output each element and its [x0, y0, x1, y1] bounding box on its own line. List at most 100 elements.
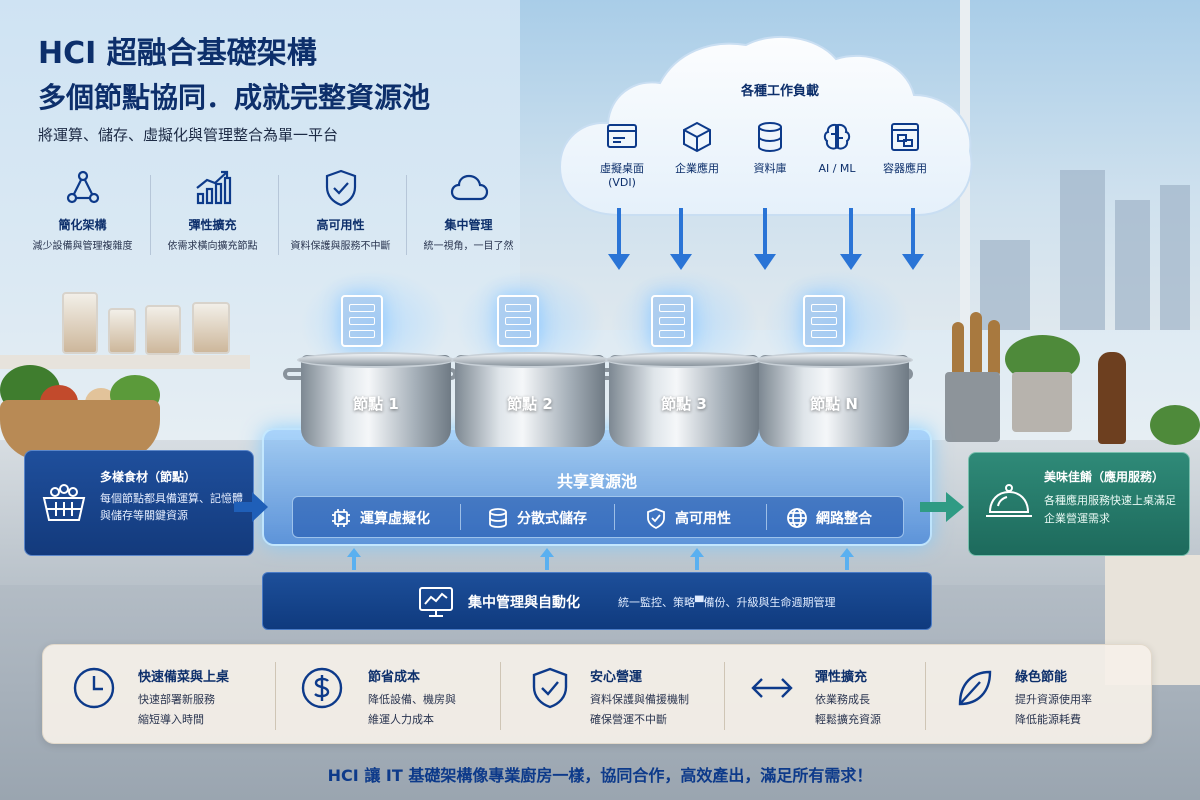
node-label: 節點 2: [507, 395, 553, 413]
down-arrow-icon: [902, 208, 924, 270]
workload-label: 企業應用: [675, 162, 719, 175]
divider: [925, 662, 926, 730]
server-icon: [803, 295, 845, 347]
benefit-desc-line: 維運人力成本: [368, 713, 434, 726]
divider: [275, 662, 276, 730]
wooden-spoon: [988, 320, 1000, 378]
benefit-desc-line: 提升資源使用率: [1015, 693, 1092, 706]
up-arrow-icon: [840, 548, 854, 570]
workload-label: 虛擬桌面 (VDI): [600, 162, 644, 189]
ingredients-desc: 每個節點都具備運算、記憶體與儲存等關鍵資源: [100, 492, 243, 522]
benefit-desc: 資料保護與備援機制 確保營運不中斷: [590, 690, 689, 730]
spice-shelf: [0, 355, 250, 369]
divider: [766, 504, 767, 530]
benefit-title: 彈性擴充: [815, 670, 868, 685]
spice-jar: [192, 302, 230, 354]
page-title: HCI 超融合基礎架構: [38, 36, 317, 71]
down-arrow-icon: [840, 208, 862, 270]
benefit-desc: 降低設備、機房與 維運人力成本: [368, 690, 456, 730]
feature-central-management: 集中管理 統一視角，一目了然: [406, 168, 531, 252]
arrow-right-icon: [920, 492, 964, 522]
workloads-title: 各種工作負載: [740, 84, 819, 99]
divider: [278, 175, 279, 255]
herb-plant: [1150, 405, 1200, 445]
pool-item-network: 網路整合: [786, 506, 872, 530]
benefit-desc-line: 快速部署新服務: [138, 693, 215, 706]
benefit-desc-line: 確保營運不中斷: [590, 713, 667, 726]
plant-pot: [1012, 372, 1072, 432]
workload-ai-ml: AI / ML: [802, 120, 872, 176]
pool-item-compute: 運算虛擬化: [330, 506, 430, 530]
spice-jar: [62, 292, 98, 354]
feature-desc: 依需求橫向擴充節點: [167, 241, 258, 252]
wooden-spoon: [952, 322, 964, 377]
city-building: [1115, 200, 1150, 330]
pot-node-2: [455, 355, 605, 447]
down-arrow-icon: [754, 208, 776, 270]
pot-rim: [755, 352, 913, 368]
shield-check-icon: [647, 508, 665, 529]
divider: [614, 504, 615, 530]
double-arrow-icon: [751, 678, 793, 698]
dishes-title: 美味佳餚（應用服務）: [1044, 470, 1165, 484]
database-icon: [753, 120, 787, 154]
management-title: 集中管理與自動化: [468, 595, 580, 611]
benefit-desc-line: 資料保護與備援機制: [590, 693, 689, 706]
city-building: [1160, 185, 1190, 330]
server-icon: [341, 295, 383, 347]
pool-resource-bar: [292, 496, 904, 538]
feature-title: 彈性擴充: [188, 218, 237, 232]
feature-title: 高可用性: [316, 218, 365, 232]
ingredients-title: 多樣食材（節點）: [100, 470, 197, 484]
benefit-desc-line: 降低能源耗費: [1015, 713, 1081, 726]
serving-cloche-icon: [986, 484, 1032, 517]
feature-scale: 彈性擴充 依需求橫向擴充節點: [150, 168, 275, 252]
workload-container: 容器應用: [870, 120, 940, 176]
cloud-icon: [449, 168, 489, 208]
feature-title: 集中管理: [444, 218, 493, 232]
up-arrow-icon: [690, 548, 704, 570]
pot-rim: [451, 352, 609, 368]
server-icon: [651, 295, 693, 347]
pool-item-label: 分散式儲存: [517, 511, 587, 527]
feature-desc: 減少設備與管理複雜度: [32, 241, 133, 252]
feature-availability: 高可用性 資料保護與服務不中斷: [278, 168, 403, 252]
page-subtitle-heading: 多個節點協同．成就完整資源池: [38, 81, 431, 114]
benefit-title: 節省成本: [368, 670, 421, 685]
cube-icon: [680, 120, 714, 154]
pot-node-n: [759, 355, 909, 447]
shield-check-icon: [532, 667, 568, 709]
workload-label: 容器應用: [883, 162, 927, 175]
pool-title: 共享資源池: [556, 472, 637, 491]
chip-icon: [332, 509, 350, 527]
up-arrow-icon: [540, 548, 554, 570]
benefit-desc-line: 輕鬆擴充資源: [815, 713, 881, 726]
feature-desc: 統一視角，一目了然: [423, 241, 514, 252]
pot-node-1: [301, 355, 451, 447]
down-arrow-icon: [670, 208, 692, 270]
workload-database: 資料庫: [735, 120, 805, 176]
page-description: 將運算、儲存、虛擬化與管理整合為單一平台: [38, 126, 339, 144]
divider: [460, 504, 461, 530]
workload-cloud: [560, 35, 973, 216]
benefit-desc: 依業務成長 輕鬆擴充資源: [815, 690, 881, 730]
wooden-spoon: [970, 312, 982, 377]
up-arrow-icon: [347, 548, 361, 570]
shield-check-icon: [321, 168, 361, 208]
globe-icon: [787, 508, 807, 528]
feature-title: 簡化架構: [58, 218, 107, 232]
ingredients-node-box: [24, 450, 254, 556]
feature-simplify: 簡化架構 減少設備與管理複雜度: [20, 168, 145, 252]
server-icon: [497, 295, 539, 347]
growth-chart-icon: [193, 168, 233, 208]
pot-node-3: [609, 355, 759, 447]
divider: [150, 175, 151, 255]
monitor-chart-icon: [419, 587, 453, 617]
workload-label: AI / ML: [818, 162, 856, 175]
divider: [724, 662, 725, 730]
management-automation-bar: [262, 572, 932, 630]
desktop-window-icon: [605, 120, 639, 154]
workload-enterprise-app: 企業應用: [662, 120, 732, 176]
workload-label: 資料庫: [753, 162, 787, 175]
benefit-desc-line: 依業務成長: [815, 693, 870, 706]
